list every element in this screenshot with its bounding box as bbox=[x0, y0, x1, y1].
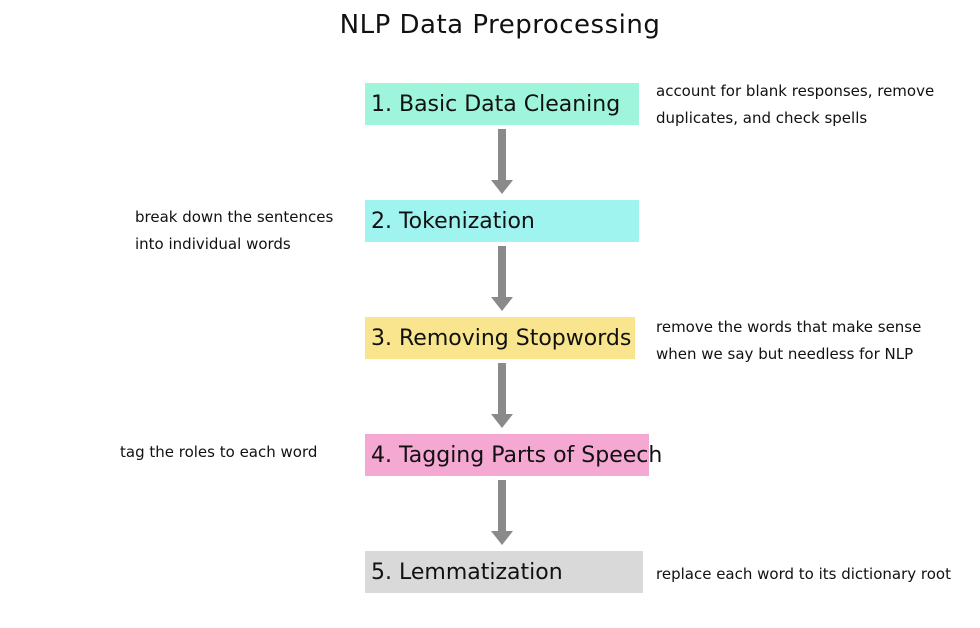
note-line: duplicates, and check spells bbox=[656, 109, 868, 127]
arrow-down-icon bbox=[491, 246, 513, 311]
note-line: into individual words bbox=[135, 235, 291, 253]
step-label: 4. Tagging Parts of Speech bbox=[371, 442, 663, 468]
step-tokenization: 2. Tokenization bbox=[365, 200, 639, 242]
note-lemmatization: replace each word to its dictionary root bbox=[656, 561, 951, 588]
note-line: account for blank responses, remove bbox=[656, 82, 935, 100]
note-line: break down the sentences bbox=[135, 208, 334, 226]
note-tokenization: break down the sentences into individual… bbox=[135, 204, 333, 258]
arrow-down-icon bbox=[491, 363, 513, 428]
arrow-down-icon bbox=[491, 480, 513, 545]
step-label: 1. Basic Data Cleaning bbox=[371, 91, 621, 117]
step-removing-stopwords: 3. Removing Stopwords bbox=[365, 317, 635, 359]
note-tagging-parts-of-speech: tag the roles to each word bbox=[120, 439, 317, 466]
step-lemmatization: 5. Lemmatization bbox=[365, 551, 643, 593]
step-basic-data-cleaning: 1. Basic Data Cleaning bbox=[365, 83, 639, 125]
note-line: remove the words that make sense bbox=[656, 318, 922, 336]
arrow-down-icon bbox=[491, 129, 513, 194]
note-basic-data-cleaning: account for blank responses, remove dupl… bbox=[656, 78, 934, 132]
step-tagging-parts-of-speech: 4. Tagging Parts of Speech bbox=[365, 434, 662, 476]
step-label: 2. Tokenization bbox=[371, 208, 535, 234]
note-removing-stopwords: remove the words that make sense when we… bbox=[656, 314, 921, 368]
step-label: 5. Lemmatization bbox=[371, 559, 563, 585]
note-line: when we say but needless for NLP bbox=[656, 345, 914, 363]
step-label: 3. Removing Stopwords bbox=[371, 325, 632, 351]
diagram-title: NLP Data Preprocessing bbox=[339, 10, 661, 40]
note-line: tag the roles to each word bbox=[120, 443, 318, 461]
note-line: replace each word to its dictionary root bbox=[656, 565, 951, 583]
